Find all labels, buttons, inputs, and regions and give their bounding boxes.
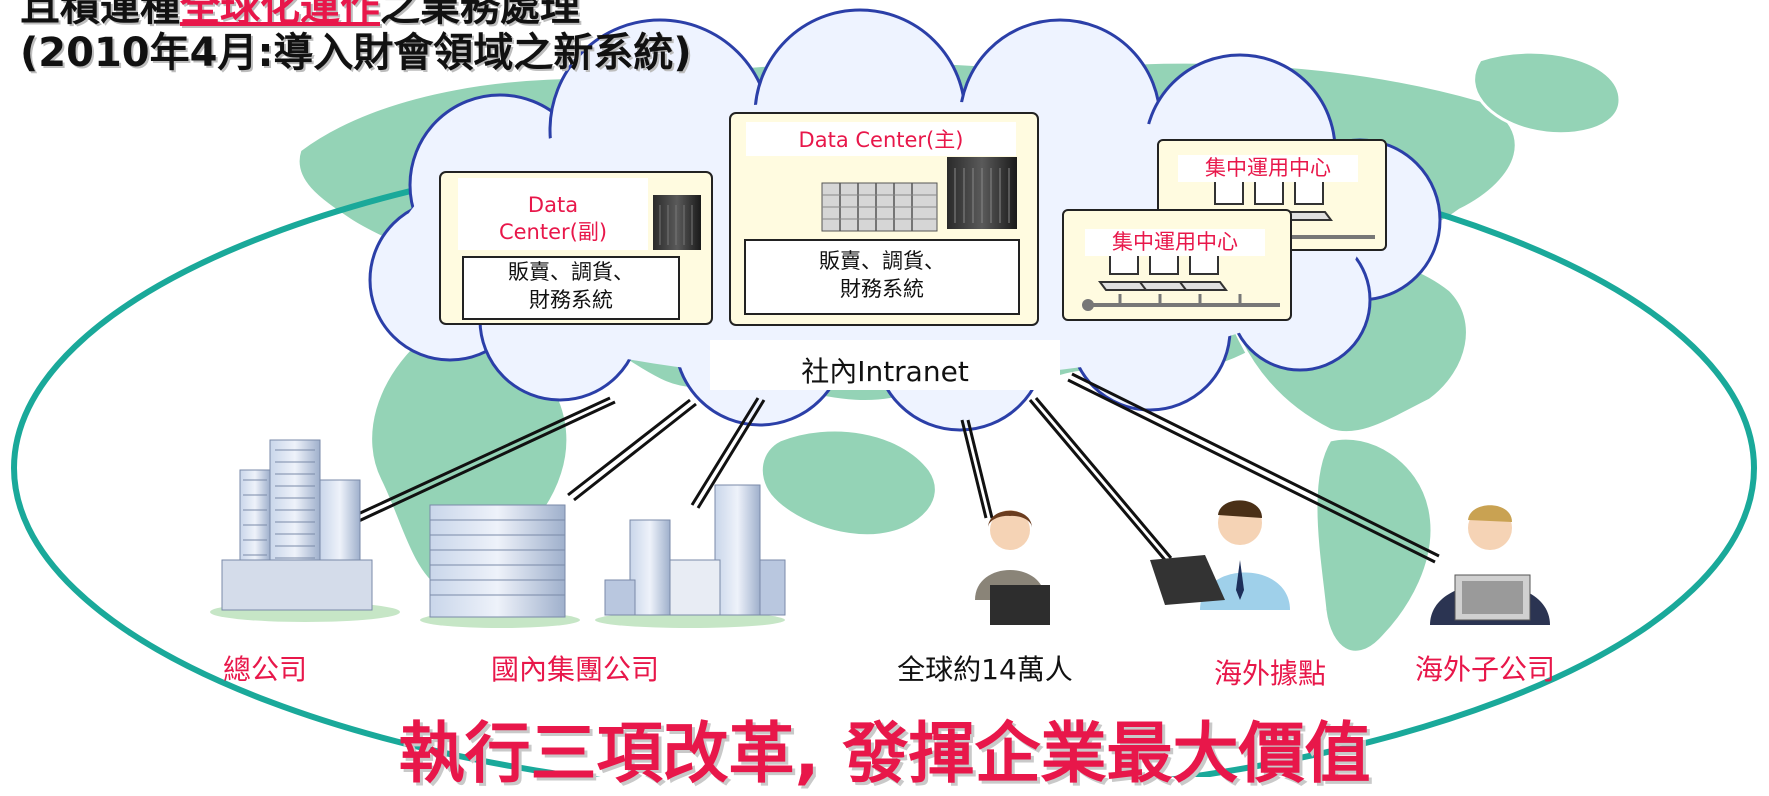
map-south-america [1314,436,1434,654]
title-line-2: (2010年4月:導入財會領域之新系統) [20,30,692,76]
title-line-1-post: 之業務處理 [380,0,580,30]
server-icon-sub [653,195,701,250]
group-company-buildings-icon [595,484,786,628]
overseas-base-person-icon [1150,500,1290,610]
intranet-label: 社內Intranet [801,355,969,388]
ops-center-back-label: 集中運用中心 [1178,155,1358,182]
diagram-canvas: 且積運種全球化運作之業務處理 (2010年4月:導入財會領域之新系統) Data… [11,0,1757,792]
map-australia [759,428,938,538]
title-line-1-pre: 且積運種 [20,0,180,30]
datacenter-main-systems-line1: 販賣、調貨、 [819,249,945,273]
overseas-sub-person-icon [1430,505,1550,625]
map-greenland [1472,50,1622,136]
computer-icons-front [1098,249,1228,291]
datacenter-sub-systems-line1: 販賣、調貨、 [508,260,634,284]
connection-lines [344,372,1440,564]
datacenter-main-title: Data Center(主) [798,128,964,152]
head-office-building-icon [210,439,400,622]
title-line-1: 且積運種全球化運作之業務處理 [20,0,580,32]
domestic-office-building-icon [420,504,580,628]
title-line-1-highlight: 全球化運作 [180,0,380,30]
datacenter-sub-title-line2: Center(副) [498,220,608,244]
slogan: 執行三項改革, 發揮企業最大價值 [398,715,1371,792]
ops-center-front-label: 集中運用中心 [1085,229,1265,256]
datacenter-main-systems: 販賣、調貨、 財務系統 [744,239,1020,315]
global-users-label: 全球約14萬人 [897,653,1073,686]
domestic-group-label: 國內集團公司 [490,653,659,686]
overseas-sub-label: 海外子公司 [1414,653,1555,686]
server-rack-icons [821,157,1017,232]
datacenter-main-systems-line2: 財務系統 [840,277,924,301]
datacenter-sub-title-line1: Data [527,193,579,217]
global-users-person-icon [975,510,1050,625]
datacenter-sub-systems: 販賣、調貨、 財務系統 [462,256,680,320]
datacenter-sub-systems-line2: 財務系統 [529,288,613,312]
head-office-label: 總公司 [222,653,307,686]
intranet-label-bg [710,340,1060,390]
datacenter-sub-title: Data Center(副) [458,192,648,246]
overseas-base-label: 海外據點 [1213,657,1326,690]
